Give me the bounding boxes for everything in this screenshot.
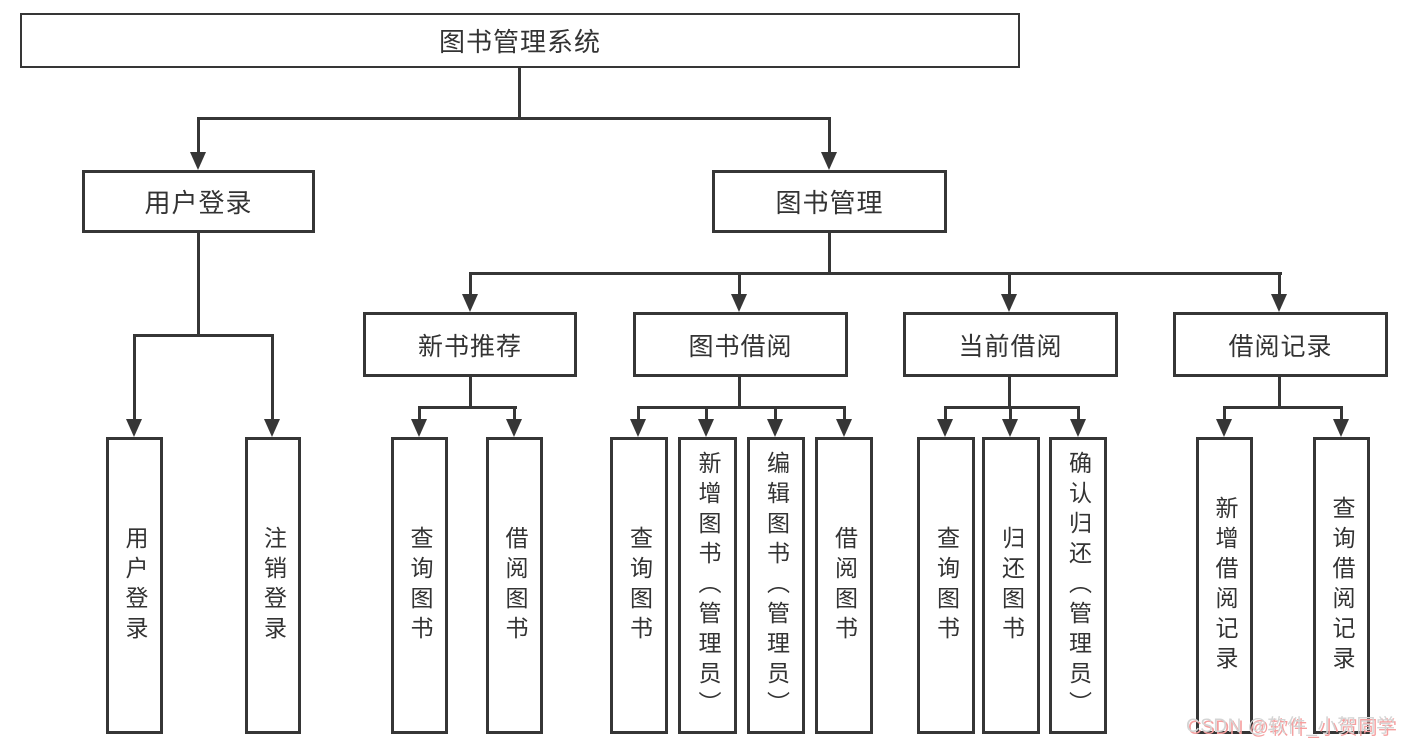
- leaf-label: 借阅图书: [502, 525, 528, 646]
- node-label: 用户登录: [144, 188, 253, 218]
- arrow-down-icon: [767, 419, 783, 437]
- connector-line: [518, 68, 521, 119]
- leaf-label: 查询借阅记录: [1329, 495, 1355, 676]
- node-book-management: 图书管理: [712, 170, 947, 233]
- node-label: 图书管理系统: [438, 27, 601, 57]
- connector-line: [1223, 406, 1343, 409]
- connector-line: [944, 406, 947, 422]
- leaf-label: 注销登录: [260, 525, 287, 646]
- leaf-label: 查询图书: [626, 525, 653, 646]
- node-borrowing-records: 借阅记录: [1173, 312, 1388, 377]
- arrow-down-icon: [630, 419, 646, 437]
- connector-line: [1223, 406, 1226, 422]
- arrow-down-icon: [1070, 419, 1086, 437]
- leaf-label: 新增图书（管理员）: [695, 450, 721, 721]
- leaf-label: 查询图书: [933, 525, 960, 646]
- connector-line: [738, 377, 741, 409]
- arrow-down-icon: [1271, 294, 1287, 312]
- connector-line: [637, 406, 640, 422]
- connector-line: [197, 117, 831, 120]
- node-library-management-system: 图书管理系统: [20, 13, 1020, 68]
- node-label: 图书借阅: [688, 332, 793, 361]
- leaf-label: 新增借阅记录: [1212, 495, 1238, 676]
- connector-line: [469, 377, 472, 409]
- leaf-query-books-recommend: 查询图书: [391, 437, 448, 734]
- leaf-query-books-borrowing: 查询图书: [610, 437, 668, 734]
- connector-line: [197, 233, 200, 337]
- connector-line: [133, 334, 274, 337]
- arrow-down-icon: [731, 294, 747, 312]
- connector-line: [828, 233, 831, 275]
- leaf-label: 编辑图书（管理员）: [763, 450, 790, 721]
- node-label: 新书推荐: [417, 332, 522, 361]
- arrow-down-icon: [937, 419, 953, 437]
- arrow-down-icon: [821, 152, 837, 170]
- arrow-down-icon: [411, 419, 427, 437]
- node-current-borrowing: 当前借阅: [903, 312, 1118, 377]
- leaf-query-borrow-record: 查询借阅记录: [1313, 437, 1370, 734]
- connector-line: [1340, 406, 1343, 422]
- connector-line: [828, 117, 831, 155]
- arrow-down-icon: [1216, 419, 1232, 437]
- leaf-return-books: 归还图书: [982, 437, 1040, 734]
- leaf-borrow-books-recommend: 借阅图书: [486, 437, 543, 734]
- arrow-down-icon: [1002, 419, 1018, 437]
- connector-line: [1008, 377, 1011, 409]
- connector-line: [133, 334, 136, 421]
- leaf-add-borrow-record: 新增借阅记录: [1196, 437, 1253, 734]
- connector-line: [513, 406, 516, 422]
- arrow-down-icon: [190, 152, 206, 170]
- leaf-label: 查询图书: [407, 525, 433, 646]
- connector-line: [1008, 272, 1011, 296]
- arrow-down-icon: [1001, 294, 1017, 312]
- connector-line: [469, 272, 1282, 275]
- node-label: 当前借阅: [958, 332, 1063, 361]
- leaf-label: 确认归还（管理员）: [1065, 450, 1092, 721]
- connector-line: [637, 406, 846, 409]
- node-label: 图书管理: [775, 188, 884, 218]
- leaf-query-books-current: 查询图书: [917, 437, 975, 734]
- node-label: 借阅记录: [1228, 332, 1333, 361]
- csdn-watermark: CSDN @软件_小贺同学: [1186, 716, 1396, 737]
- leaf-label: 归还图书: [998, 525, 1025, 646]
- leaf-edit-books-admin: 编辑图书（管理员）: [747, 437, 805, 734]
- connector-line: [1009, 406, 1012, 422]
- connector-line: [197, 117, 200, 155]
- connector-line: [1278, 272, 1281, 296]
- leaf-label: 借阅图书: [831, 525, 858, 646]
- connector-line: [944, 406, 1080, 409]
- leaf-confirm-return-admin: 确认归还（管理员）: [1049, 437, 1107, 734]
- connector-line: [271, 334, 274, 421]
- leaf-logout: 注销登录: [245, 437, 301, 734]
- node-user-login: 用户登录: [82, 170, 315, 233]
- connector-line: [738, 272, 741, 296]
- node-new-book-recommend: 新书推荐: [363, 312, 577, 377]
- arrow-down-icon: [836, 419, 852, 437]
- connector-line: [774, 406, 777, 422]
- leaf-borrow-books: 借阅图书: [815, 437, 873, 734]
- connector-line: [469, 272, 472, 296]
- connector-line: [1278, 377, 1281, 409]
- arrow-down-icon: [462, 294, 478, 312]
- connector-line: [1077, 406, 1080, 422]
- node-book-borrowing: 图书借阅: [633, 312, 848, 377]
- arrow-down-icon: [506, 419, 522, 437]
- connector-line: [705, 406, 708, 422]
- connector-line: [418, 406, 517, 409]
- leaf-add-books-admin: 新增图书（管理员）: [678, 437, 737, 734]
- arrow-down-icon: [126, 419, 142, 437]
- connector-line: [843, 406, 846, 422]
- arrow-down-icon: [264, 419, 280, 437]
- connector-line: [418, 406, 421, 422]
- arrow-down-icon: [1333, 419, 1349, 437]
- arrow-down-icon: [698, 419, 714, 437]
- leaf-user-login: 用户登录: [106, 437, 163, 734]
- leaf-label: 用户登录: [122, 525, 148, 646]
